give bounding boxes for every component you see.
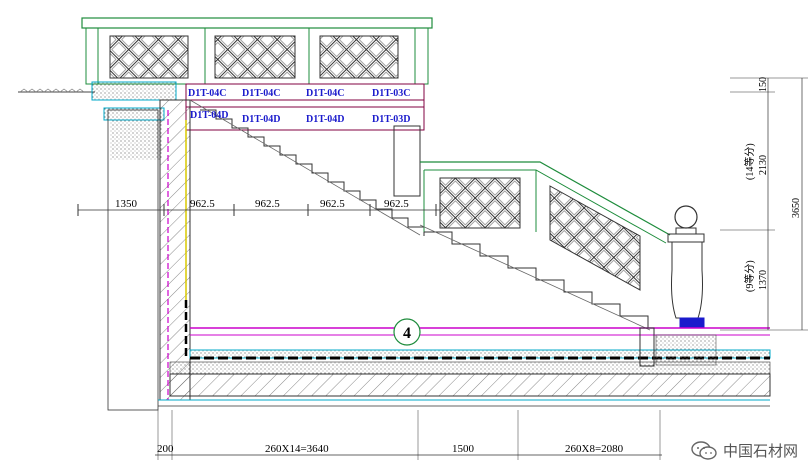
dimension-label: 200 [157, 443, 174, 455]
code-label: D1T-04D [242, 114, 281, 125]
dimension-label: 962.5 [190, 198, 215, 210]
code-label: D1T-04D [190, 110, 229, 121]
section-callout: 4 [393, 318, 421, 346]
dimension-label: 150 [758, 77, 769, 92]
dimension-label: 3650 [791, 198, 802, 218]
floor-slab [158, 327, 771, 407]
dimension-label: (9等分) [743, 260, 756, 292]
callout-number: 4 [403, 325, 411, 342]
code-label: D1T-04C [242, 88, 281, 99]
lower-balustrade [420, 161, 671, 291]
vertical-dimension [720, 77, 808, 331]
bottom-dimension [155, 410, 662, 460]
dimension-label: 1500 [452, 443, 475, 455]
code-label: D1T-04C [188, 88, 227, 99]
dimension-label: 962.5 [255, 198, 280, 210]
dimension-label: 2130 [758, 155, 769, 175]
code-label: D1T-04C [306, 88, 345, 99]
code-label: D1T-04D [306, 114, 345, 125]
dimension-label: 260X8=2080 [565, 443, 624, 455]
watermark-text: 中国石材网 [722, 442, 798, 460]
dimension-label: 260X14=3640 [265, 443, 329, 455]
dimension-label: 1370 [758, 270, 769, 290]
dimension-label: 962.5 [384, 198, 409, 210]
wechat-icon [691, 440, 717, 461]
code-label: D1T-03D [372, 114, 411, 125]
dimension-label: 962.5 [320, 198, 345, 210]
newel-post [667, 205, 705, 329]
horizontal-dimension [77, 204, 440, 216]
left-wall [107, 99, 191, 411]
dimension-label: 1350 [115, 198, 138, 210]
first-flight [189, 99, 425, 236]
dimension-label: (14等分) [743, 143, 756, 180]
watermark: 中国石材网 [691, 440, 798, 461]
code-label: D1T-03C [372, 88, 411, 99]
upper-balustrade [81, 17, 433, 85]
